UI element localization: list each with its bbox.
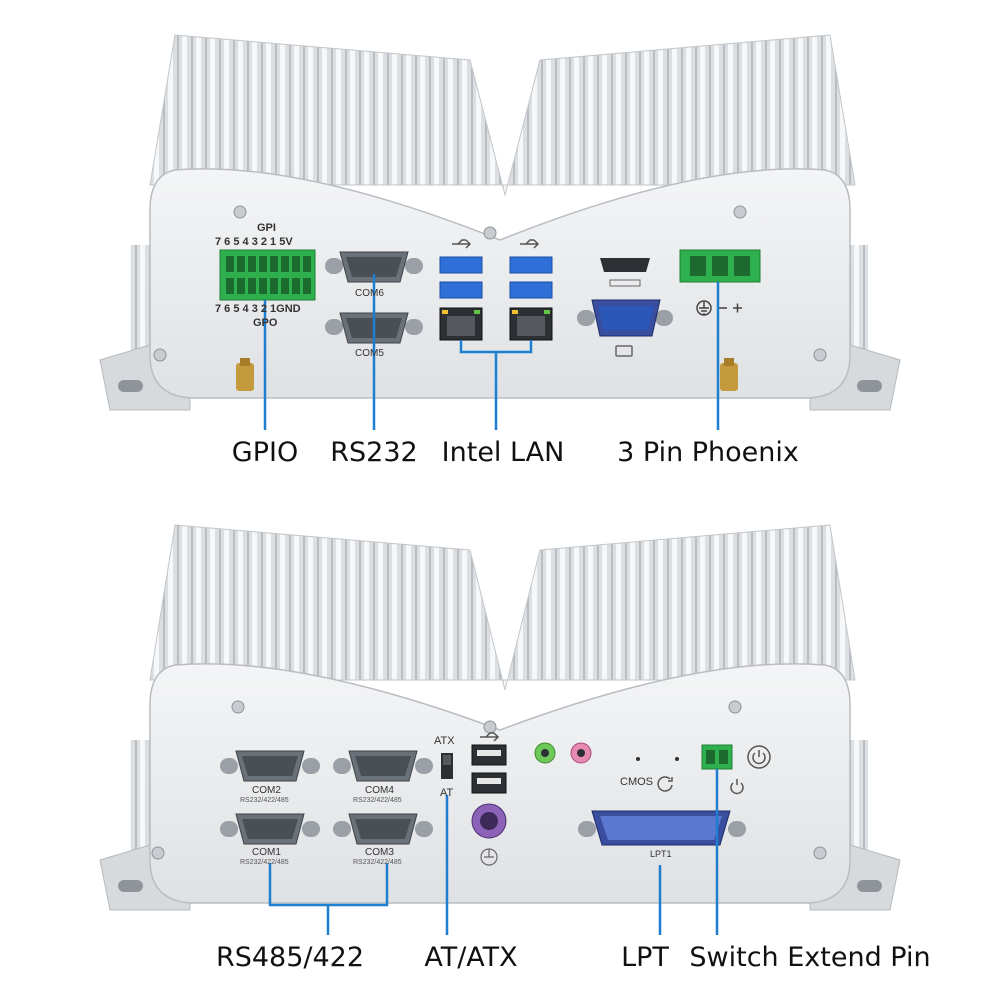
cmos-label: CMOS bbox=[620, 776, 653, 788]
monitor-icon bbox=[615, 345, 633, 357]
lpt1-label: LPT1 bbox=[650, 849, 672, 859]
heatsink-fins bbox=[149, 524, 856, 691]
lpt-port bbox=[578, 810, 746, 846]
audio-mic-in bbox=[570, 742, 592, 764]
phoenix-terminal bbox=[679, 249, 761, 283]
gpio-terminal-block bbox=[219, 249, 316, 301]
usb-icon bbox=[452, 239, 540, 249]
refresh-icon bbox=[657, 776, 673, 792]
callout-gpio: GPIO bbox=[231, 437, 299, 468]
gpo-label: GPO bbox=[253, 317, 278, 329]
usb3-ports bbox=[439, 256, 553, 299]
bottom-callout-lines bbox=[268, 769, 719, 935]
atx-label: ATX bbox=[434, 735, 455, 747]
antenna-connector-right bbox=[720, 358, 738, 391]
gpo-pin-numbers: 7 6 5 4 3 2 1GND bbox=[215, 303, 301, 315]
com3-sub: RS232/422/485 bbox=[353, 859, 402, 866]
com2-label: COM2 bbox=[252, 785, 281, 796]
ground-icon bbox=[696, 300, 742, 316]
top-unit: GPI 7 6 5 4 3 2 1 5V 7 6 5 4 3 2 1GND GP… bbox=[0, 0, 1000, 468]
callout-lpt: LPT bbox=[621, 942, 669, 973]
com6-label: COM6 bbox=[355, 288, 384, 299]
com4-port bbox=[333, 750, 433, 782]
callout-rs485-422: RS485/422 bbox=[215, 942, 365, 973]
antenna-connector-left bbox=[236, 358, 254, 391]
usb-icon bbox=[480, 732, 500, 742]
callout-intel-lan: Intel LAN bbox=[441, 437, 565, 468]
callout-at-atx: AT/ATX bbox=[424, 942, 518, 973]
cmos-pins bbox=[636, 757, 679, 761]
switch-extend-terminal bbox=[701, 744, 733, 770]
com4-label: COM4 bbox=[365, 785, 394, 796]
gpi-label: GPI bbox=[257, 222, 276, 234]
lan-ports bbox=[439, 307, 553, 341]
vga-port bbox=[577, 299, 673, 337]
bottom-unit: COM2 RS232/422/485 COM4 RS232/422/485 CO… bbox=[0, 505, 1000, 995]
com1-port bbox=[220, 813, 320, 845]
com1-sub: RS232/422/485 bbox=[240, 859, 289, 866]
com5-label: COM5 bbox=[355, 348, 384, 359]
com3-label: COM3 bbox=[365, 847, 394, 858]
panel-screws bbox=[153, 205, 827, 362]
com6-port bbox=[325, 251, 423, 283]
audio-line-out bbox=[534, 742, 556, 764]
panel-screws bbox=[151, 700, 827, 860]
at-atx-switch bbox=[441, 753, 453, 779]
hdmi-port bbox=[600, 258, 650, 287]
power-icon bbox=[730, 745, 771, 795]
callout-switch-extend-pin: Switch Extend Pin bbox=[689, 942, 931, 973]
gpi-pin-numbers: 7 6 5 4 3 2 1 5V bbox=[215, 236, 293, 248]
com4-sub: RS232/422/485 bbox=[353, 797, 402, 804]
mouse-keyboard-icon bbox=[480, 848, 498, 866]
usb2-ports bbox=[471, 744, 507, 794]
at-label: AT bbox=[440, 787, 454, 799]
top-callout-lines bbox=[263, 274, 720, 430]
top-chassis-illustration bbox=[99, 34, 901, 430]
com1-label: COM1 bbox=[252, 847, 281, 858]
ps2-port bbox=[471, 803, 507, 839]
com2-sub: RS232/422/485 bbox=[240, 797, 289, 804]
callout-rs232: RS232 bbox=[330, 437, 418, 468]
front-panel bbox=[149, 168, 851, 399]
com3-port bbox=[333, 813, 433, 845]
bottom-chassis-illustration bbox=[99, 524, 901, 935]
callout-3-pin-phoenix: 3 Pin Phoenix bbox=[617, 437, 799, 468]
com2-port bbox=[220, 750, 320, 782]
